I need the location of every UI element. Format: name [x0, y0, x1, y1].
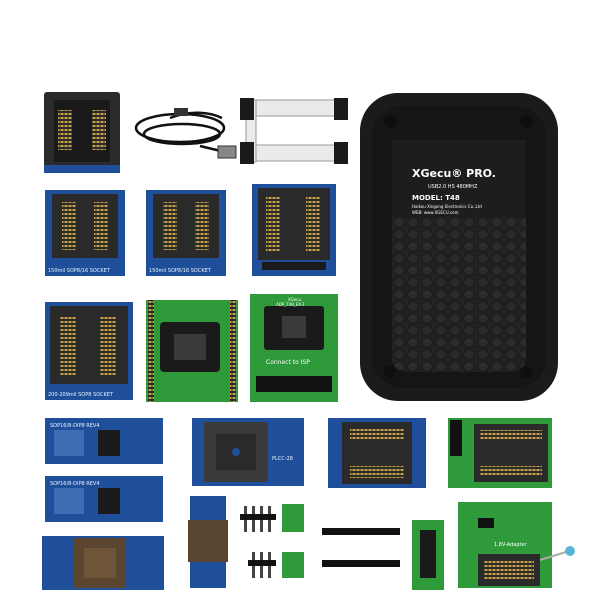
sop16-dip8-a-label: SOP16/8-DIP8 REV4	[50, 423, 100, 429]
pin-headers	[240, 506, 400, 578]
sop16-dip8-b-label: SOP16/8-DIP8 REV4	[50, 481, 100, 487]
green-zif-adapter	[448, 418, 552, 488]
isp-adapter-board: XGecu ADP_T48_EX-1 Connect to ISP	[250, 294, 338, 402]
ribbon-cable	[240, 98, 348, 164]
sop8-socket-small	[44, 92, 120, 173]
green-18v-adapter: 1.8V-Adapter	[458, 502, 575, 588]
sop8-150-socket-a: 150mil SOP8/16 SOCKET	[45, 190, 125, 276]
sop8-150-b-label: 150mil SOP8/16 SOCKET	[149, 268, 212, 274]
isp-board-sub: ADP_T48_EX-1	[276, 302, 305, 307]
programmer-model: MODEL: T48	[412, 194, 460, 202]
usb-plug	[217, 145, 237, 159]
sop16-dip8-adapter-a: SOP16/8-DIP8 REV4	[45, 418, 163, 464]
sop8-150-a-label: 150mil SOP8/16 SOCKET	[48, 268, 111, 274]
sop8-150-socket-b: 150mil SOP8/16 SOCKET	[146, 190, 226, 276]
programmer-brand: XGecu® PRO.	[412, 167, 496, 180]
programmer-spec: USB2.0 HS 480MHZ	[428, 184, 478, 190]
plcc-adapter: PLCC-28	[192, 418, 304, 486]
programmer-company: Haikou Xingong Electronics Co.,Ltd	[412, 204, 482, 209]
isp-board-brand: XGecu	[288, 297, 302, 302]
isp-board-connect: Connect to ISP	[266, 359, 310, 366]
sop8-200-label: 200-209mil SOP8 SOCKET	[48, 392, 114, 398]
sop16-dip8-adapter-b: SOP16/8-DIP8 REV4	[45, 476, 163, 522]
plcc-label: PLCC-28	[272, 456, 293, 462]
t48-programmer: XGecu® PRO. USB2.0 HS 480MHZ MODEL: T48 …	[360, 93, 558, 401]
usb-plug-small	[174, 108, 188, 116]
programmer-web: WEB: www.XGECU.com	[412, 210, 459, 215]
small-green-pcbs	[282, 504, 444, 590]
plcc32-adapter	[42, 536, 164, 590]
plcc-small-adapter	[188, 496, 228, 588]
sop8-200-socket: 200-209mil SOP8 SOCKET	[45, 302, 133, 400]
usb-cable	[134, 111, 226, 154]
green-tsop-adapter	[146, 300, 238, 402]
green-adapter-label: 1.8V-Adapter	[494, 542, 528, 548]
sop8-208-socket	[252, 184, 336, 276]
sop-wide-adapter	[328, 418, 426, 488]
